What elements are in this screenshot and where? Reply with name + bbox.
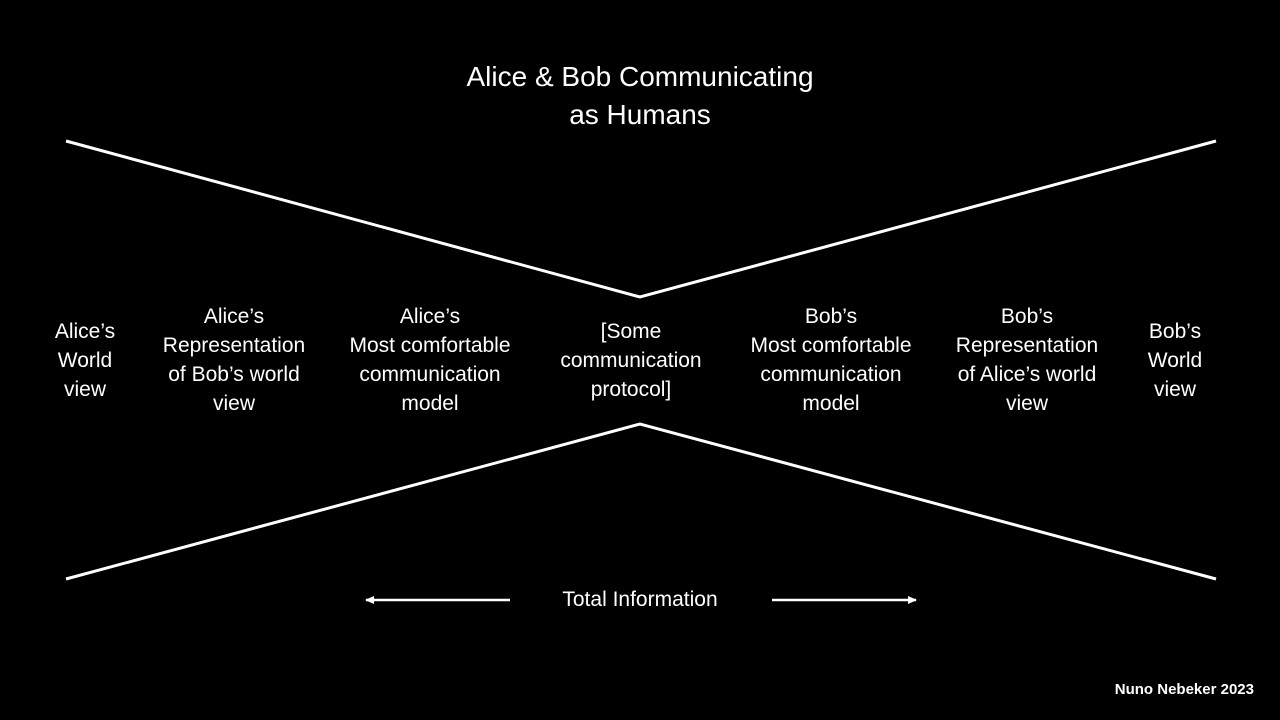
author-credit: Nuno Nebeker 2023 (1114, 681, 1254, 698)
title-line-2: as Humans (569, 99, 711, 130)
alice-world-view: Alice’s World view (54, 320, 116, 401)
alice-representation-of-bob: Alice’s Representation of Bob’s world vi… (162, 305, 306, 415)
bob-representation-of-alice: Bob’s Representation of Alice’s world vi… (955, 305, 1099, 415)
bob-world-view: Bob’s World view (1147, 320, 1203, 401)
total-information-label: Total Information (562, 588, 718, 611)
alice-communication-model: Alice’s Most comfortable communication m… (349, 305, 511, 415)
bob-communication-model: Bob’s Most comfortable communication mod… (750, 305, 912, 415)
title-line-1: Alice & Bob Communicating (466, 61, 814, 92)
communication-protocol: [Some communication protocol] (560, 320, 702, 401)
upper-funnel-line (65, 139, 1217, 299)
diagram-title: Alice & Bob Communicating as Humans (340, 58, 940, 134)
lower-funnel-line (65, 422, 1217, 581)
